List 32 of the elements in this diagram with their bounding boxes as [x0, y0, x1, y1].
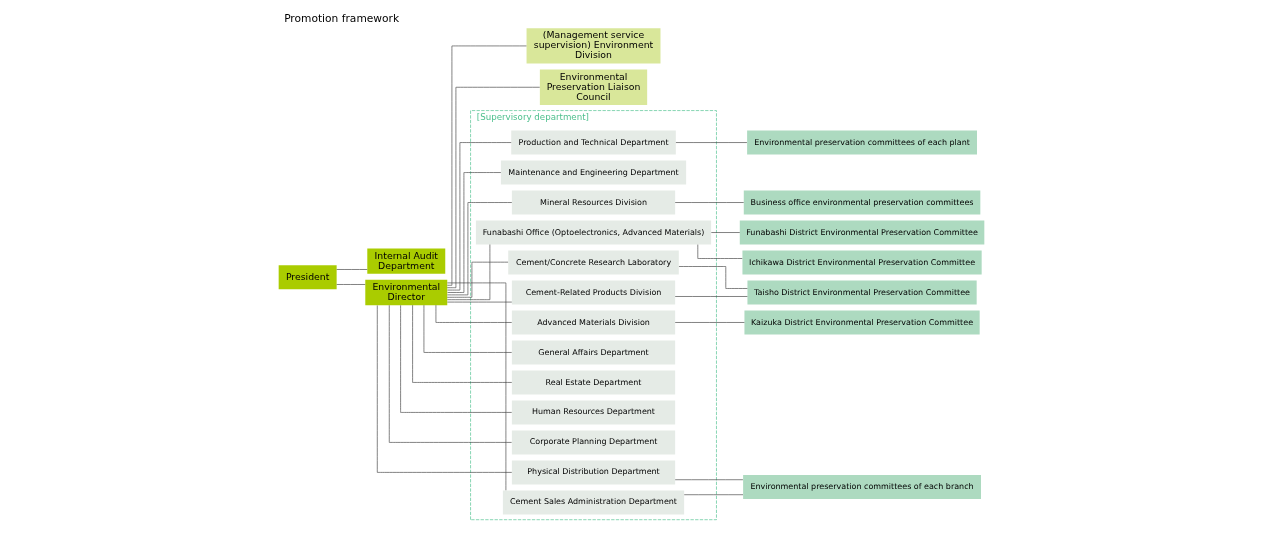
connector [683, 494, 743, 496]
node-box: Environmental Preservation Liaison Council [539, 69, 647, 105]
connector [376, 305, 512, 473]
connector [446, 45, 527, 286]
connector [446, 142, 512, 291]
connector [446, 244, 490, 301]
connector [446, 282, 506, 491]
connector [675, 142, 747, 143]
connector [674, 479, 743, 481]
diagram-title: Promotion framework [283, 12, 399, 26]
connector [335, 269, 368, 270]
connector [446, 172, 501, 293]
connector [674, 202, 744, 203]
node-box: (Management service supervision) Environment Division [526, 28, 660, 64]
node-box: Internal Audit Department [366, 248, 445, 274]
connector [446, 301, 512, 303]
connector [674, 322, 745, 323]
connector [696, 244, 743, 259]
node-box: Environmental Director [364, 279, 447, 306]
connector [399, 305, 512, 413]
connector [335, 284, 365, 285]
connector [446, 261, 508, 298]
connector [710, 232, 740, 233]
connector [423, 304, 512, 353]
connector [411, 304, 512, 383]
connector [674, 296, 748, 297]
connector [435, 304, 512, 323]
node-box: President [278, 265, 337, 290]
connector [388, 304, 512, 443]
connector [678, 266, 748, 289]
connector [446, 202, 512, 296]
connector [446, 86, 540, 289]
